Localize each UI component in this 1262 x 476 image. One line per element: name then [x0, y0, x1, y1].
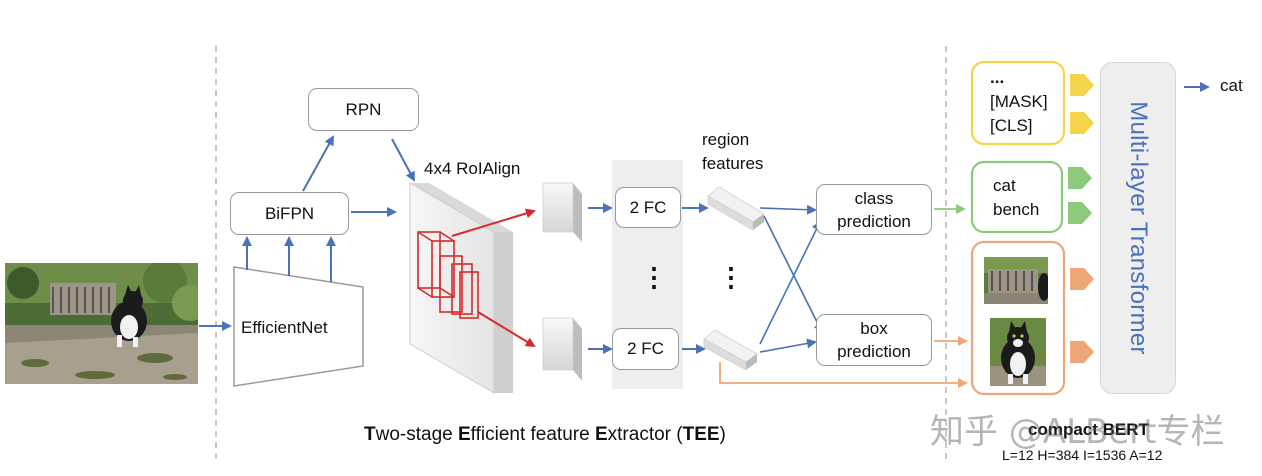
roi-feature-block-bottom: [542, 317, 582, 381]
box-prediction-line2: prediction: [837, 342, 911, 361]
cat-photo-illustration: [5, 263, 198, 384]
region-feature-bottom: [703, 329, 758, 371]
caption-text-1: wo-stage: [375, 424, 458, 445]
region-crop-bench: [984, 257, 1048, 304]
roi-feature-block-top: [542, 182, 582, 242]
bench-crop-illustration: [984, 257, 1048, 304]
fc-bottom-box: 2 FC: [612, 328, 679, 370]
class-prediction-line2: prediction: [837, 211, 911, 231]
token-marker-green-2: [1068, 202, 1092, 224]
region-feature-top: [707, 186, 765, 231]
region-features-line2: features: [702, 154, 764, 173]
arrow-roi-bottom: [477, 311, 536, 348]
arrow-bifpn-to-rpn: [302, 135, 334, 192]
caption-initial-e1: E: [457, 424, 471, 445]
token-word-bench: bench: [993, 200, 1040, 219]
input-image: [5, 263, 198, 384]
feature-ellipsis: ⋮: [718, 262, 744, 292]
transformer-label: Multi-layer Transformer: [1125, 101, 1152, 355]
efficientnet-trapezoid: [233, 266, 364, 387]
fc-top-box: 2 FC: [615, 187, 681, 228]
cat-crop-illustration: [990, 318, 1046, 386]
token-marker-green-1: [1068, 167, 1092, 189]
fc-ellipsis: ⋮: [641, 264, 667, 290]
word-tokens-list: cat bench: [993, 174, 1039, 222]
transformer-output-label: cat: [1220, 76, 1243, 95]
caption-abbrev: TEE: [682, 424, 720, 445]
arrow-bottom-to-class: [759, 220, 821, 345]
token-marker-orange-1: [1070, 268, 1094, 290]
watermark: 知乎 @ALBert专栏: [930, 412, 1225, 452]
caption-initial-e2: E: [594, 424, 608, 445]
bifpn-label: BiFPN: [264, 203, 315, 223]
token-ellipsis: ...: [990, 68, 1005, 87]
caption-initial-t: T: [364, 424, 376, 445]
token-word-cat: cat: [993, 176, 1016, 195]
region-features-line1: region: [702, 130, 750, 149]
class-prediction-box: class prediction: [816, 184, 932, 235]
arrow-roi-top: [451, 208, 536, 237]
fc-top-label: 2 FC: [629, 197, 667, 217]
region-crop-cat: [990, 318, 1046, 386]
bifpn-box: BiFPN: [230, 192, 349, 235]
token-marker-yellow-1: [1070, 74, 1094, 96]
roialign-label: 4x4 RoIAlign: [424, 159, 521, 178]
arrow-top-to-class: [759, 204, 817, 215]
region-features-label: region features: [702, 128, 763, 176]
arrow-rpn-to-roialign: [391, 138, 415, 182]
special-tokens-box: [970, 60, 1066, 146]
token-mask: [MASK]: [990, 92, 1048, 111]
word-tokens-box: [970, 160, 1064, 234]
bert-config: L=12 H=384 I=1536 A=12: [1002, 447, 1163, 463]
arrow-bottom-to-box: [759, 338, 817, 353]
token-cls: [CLS]: [990, 116, 1033, 135]
token-marker-yellow-2: [1070, 112, 1094, 134]
tee-caption: Two-stage Efficient feature Extractor (T…: [364, 424, 726, 446]
caption-text-3: xtractor (: [607, 424, 683, 445]
bert-name: compact BERT: [1028, 420, 1149, 439]
fc-bottom-label: 2 FC: [627, 339, 664, 358]
caption-text-2: fficient feature: [470, 424, 595, 445]
caption-suffix: ): [719, 424, 726, 445]
arrow-top-to-box: [763, 215, 823, 334]
arrow-feature-to-images: [719, 362, 968, 388]
special-tokens-list: ... [MASK] [CLS]: [990, 66, 1048, 138]
box-prediction-box: box prediction: [816, 314, 932, 366]
efficientnet-label: EfficientNet: [241, 318, 328, 337]
token-marker-orange-2: [1070, 341, 1094, 363]
multi-layer-transformer: [1100, 62, 1176, 394]
roialign-feature-map: [409, 182, 513, 394]
box-prediction-line1: box: [860, 319, 888, 338]
rpn-box: RPN: [308, 88, 419, 131]
rpn-label: RPN: [345, 99, 382, 119]
class-prediction-line1: class: [854, 188, 894, 208]
